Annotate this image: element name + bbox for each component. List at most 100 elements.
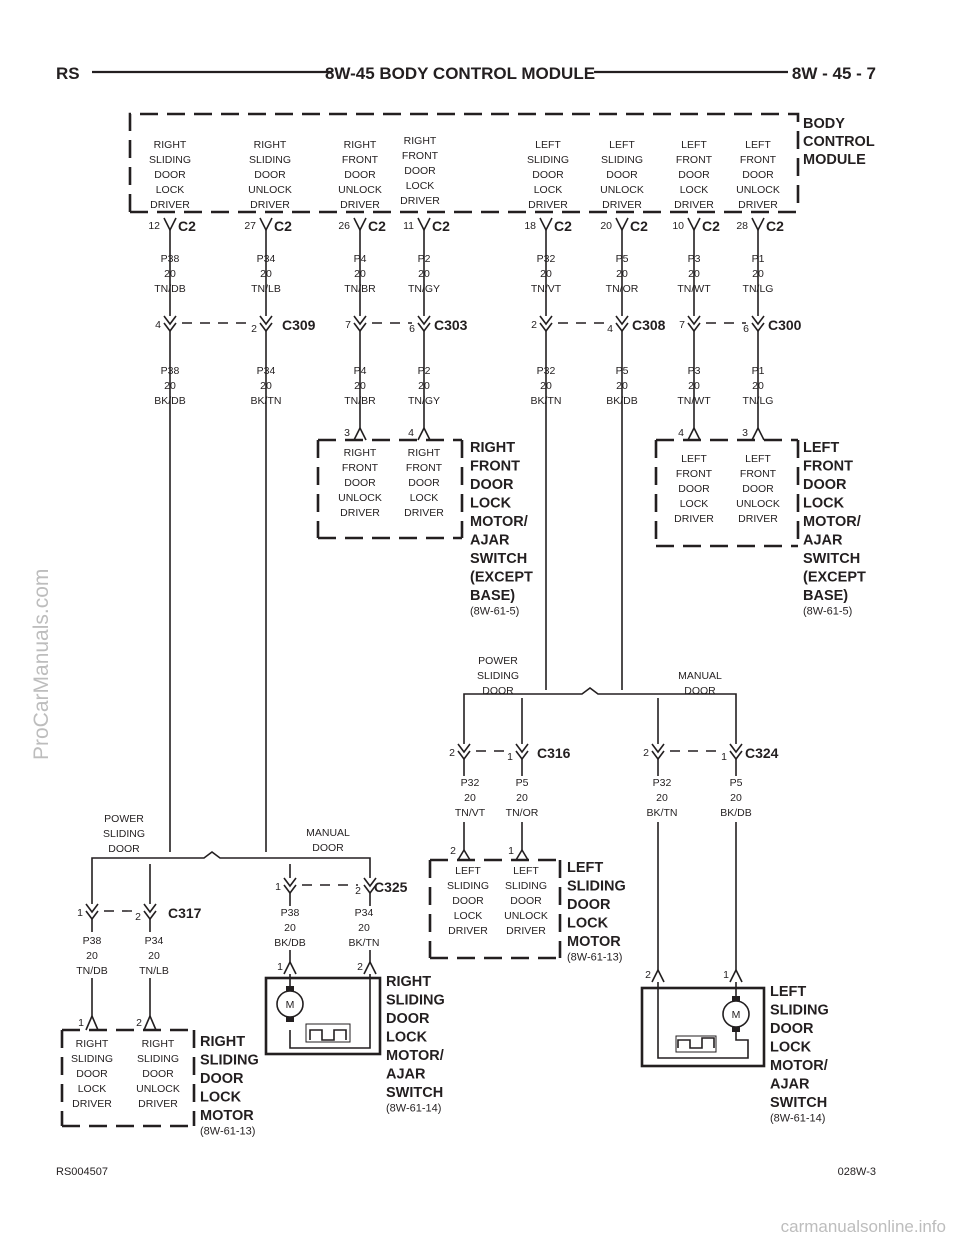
connector-terminal-icon bbox=[353, 217, 367, 232]
header-page-number: 8W - 45 - 7 bbox=[792, 64, 876, 83]
wire-label: 20 bbox=[688, 380, 700, 392]
bcm-driver-label: LEFT bbox=[535, 139, 561, 151]
footer-right: 028W-3 bbox=[838, 1166, 876, 1178]
connector-name: C317 bbox=[168, 905, 202, 921]
wire-label: BK/TN bbox=[531, 395, 562, 407]
connector-terminal-icon bbox=[751, 217, 765, 232]
lf-pin-4: 4 bbox=[678, 427, 684, 439]
wire-label: P34 bbox=[257, 365, 276, 377]
wire-label: 20 bbox=[752, 268, 764, 280]
rs-pin-2: 2 bbox=[136, 1017, 142, 1029]
component-title: AJAR bbox=[803, 533, 843, 549]
wire-label: 20 bbox=[516, 792, 528, 804]
body-control-module: BODY CONTROL MODULE bbox=[128, 112, 875, 214]
component-driver-label: UNLOCK bbox=[504, 910, 548, 922]
bcm-pin-number: 26 bbox=[338, 220, 350, 232]
rf-pin-4: 4 bbox=[408, 427, 414, 439]
bcm-driver-label: DRIVER bbox=[528, 199, 568, 211]
component-title: RIGHT bbox=[200, 1034, 245, 1050]
rs-ajar-motor-label: M bbox=[286, 999, 295, 1011]
connector-name: C316 bbox=[537, 745, 571, 761]
connector-terminal-icon bbox=[163, 315, 177, 326]
component-title: MOTOR bbox=[567, 934, 621, 950]
connector-pin: 2 bbox=[251, 323, 257, 335]
connector-terminal-icon bbox=[457, 750, 471, 761]
bcm-driver-label: LOCK bbox=[680, 184, 709, 196]
component-driver-label: FRONT bbox=[740, 468, 777, 480]
component-driver-label: RIGHT bbox=[408, 447, 441, 459]
connector-terminal-icon bbox=[143, 910, 157, 921]
component-title: LOCK bbox=[200, 1090, 242, 1106]
left-sliding-door-lock-motor: 2 1 bbox=[428, 845, 562, 960]
wire-label: TN/LG bbox=[743, 283, 774, 295]
component-title: DOOR bbox=[470, 477, 514, 493]
bcm-driver-label: DOOR bbox=[606, 169, 638, 181]
connector-name: C325 bbox=[374, 879, 408, 895]
bcm-driver-label: DOOR bbox=[154, 169, 186, 181]
component-driver-label: DRIVER bbox=[448, 925, 488, 937]
wire-label: 20 bbox=[418, 380, 430, 392]
component-driver-label: RIGHT bbox=[76, 1038, 109, 1050]
component-title: MOTOR/ bbox=[470, 514, 528, 530]
component-driver-label: DOOR bbox=[142, 1068, 174, 1080]
wire-label: 20 bbox=[354, 268, 366, 280]
component-title: FRONT bbox=[803, 459, 853, 475]
component-driver-label: LEFT bbox=[513, 865, 539, 877]
component-driver-label: DOOR bbox=[452, 895, 484, 907]
wire-label: BK/TN bbox=[251, 395, 282, 407]
connector-terminal-icon bbox=[353, 315, 367, 326]
connector-terminal-icon bbox=[457, 743, 471, 754]
bcm-driver-label: DRIVER bbox=[340, 199, 380, 211]
rsa-pin-2: 2 bbox=[357, 961, 363, 973]
right-sliding-motor-text: RIGHTSLIDINGDOORLOCKDRIVERRIGHTSLIDINGDO… bbox=[71, 1034, 259, 1138]
component-driver-label: DRIVER bbox=[72, 1098, 112, 1110]
bcm-driver-labels: RIGHTSLIDINGDOORLOCKDRIVERRIGHTSLIDINGDO… bbox=[149, 135, 780, 211]
ls-ajar-motor-label: M bbox=[732, 1009, 741, 1021]
wire-label: 20 bbox=[540, 268, 552, 280]
component-driver-label: DOOR bbox=[678, 483, 710, 495]
wire-label: TN/OR bbox=[506, 807, 539, 819]
wire-label: 20 bbox=[148, 950, 160, 962]
connector-pin: 4 bbox=[607, 323, 613, 335]
motor-icon bbox=[722, 1000, 750, 1028]
wire-label: P38 bbox=[161, 365, 180, 377]
component-title: SWITCH bbox=[386, 1085, 443, 1101]
wire-label: P38 bbox=[161, 253, 180, 265]
left-sliding-ajar-switch: M 2 1 bbox=[640, 969, 766, 1068]
wire-label: TN/GY bbox=[408, 395, 440, 407]
wire-label: 20 bbox=[260, 380, 272, 392]
component-driver-label: DOOR bbox=[742, 483, 774, 495]
connector-pin: 2 bbox=[449, 747, 455, 759]
bcm-connector-c2: C2 bbox=[368, 218, 386, 234]
connector-terminal-icon bbox=[85, 903, 99, 914]
connector-terminal-icon bbox=[417, 322, 431, 333]
connector-pin: 2 bbox=[355, 885, 361, 897]
wire-label: TN/WT bbox=[677, 395, 711, 407]
ls-pin-1: 1 bbox=[508, 845, 514, 857]
wire-label: TN/VT bbox=[531, 283, 562, 295]
component-driver-label: LEFT bbox=[745, 453, 771, 465]
component-driver-label: FRONT bbox=[342, 462, 379, 474]
wire-label: 20 bbox=[418, 268, 430, 280]
bcm-driver-label: LOCK bbox=[156, 184, 185, 196]
wires bbox=[91, 230, 759, 1016]
bcm-driver-label: DRIVER bbox=[250, 199, 290, 211]
bcm-pin-number: 11 bbox=[403, 220, 414, 232]
component-driver-label: SLIDING bbox=[71, 1053, 113, 1065]
header-left: RS bbox=[56, 64, 80, 83]
bcm-connector-c2: C2 bbox=[766, 218, 784, 234]
component-title: (EXCEPT bbox=[803, 570, 866, 586]
wire-label: 20 bbox=[358, 922, 370, 934]
component-driver-label: DOOR bbox=[510, 895, 542, 907]
component-driver-label: DOOR bbox=[344, 477, 376, 489]
component-driver-label: LEFT bbox=[681, 453, 707, 465]
wire-label: P3 bbox=[688, 365, 701, 377]
bcm-driver-label: SLIDING bbox=[601, 154, 643, 166]
bcm-driver-label: LOCK bbox=[534, 184, 563, 196]
wire-label: TN/WT bbox=[677, 283, 711, 295]
component-driver-label: LOCK bbox=[680, 498, 709, 510]
connector-pin: 6 bbox=[743, 323, 749, 335]
connector-pin: 4 bbox=[155, 319, 161, 331]
connector-name: C303 bbox=[434, 317, 468, 333]
component-title: SLIDING bbox=[770, 1003, 829, 1019]
